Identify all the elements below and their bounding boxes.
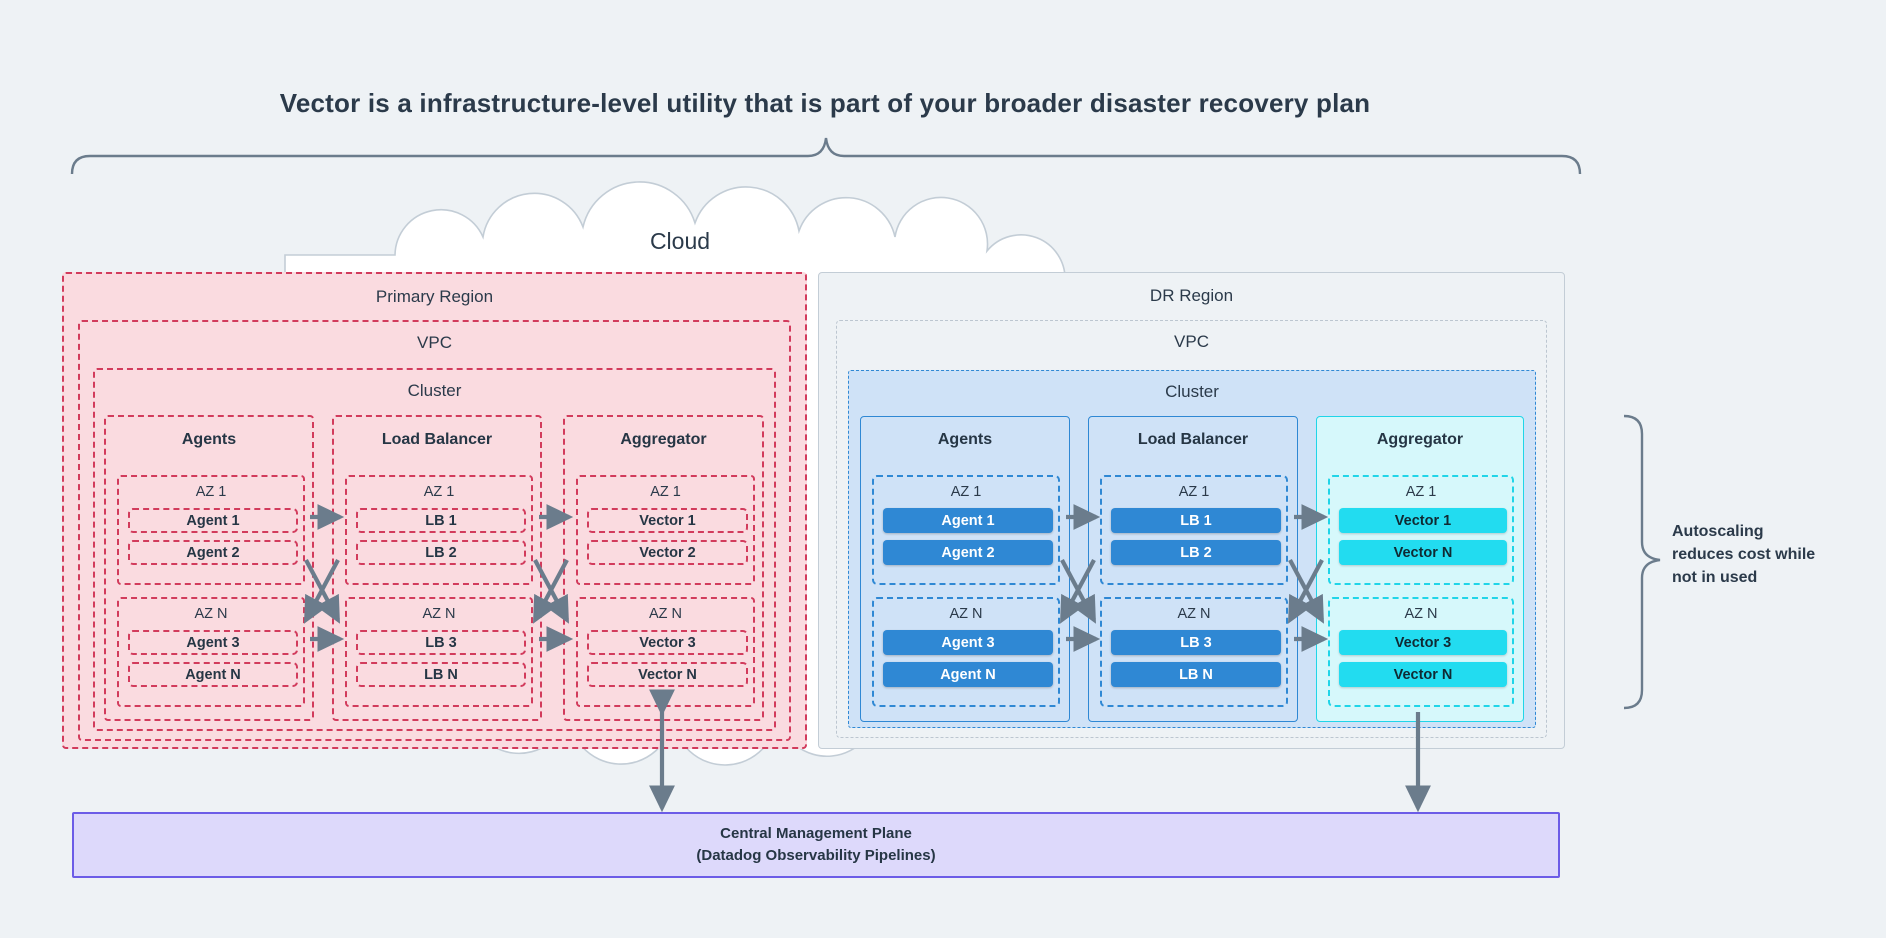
mgmt-line-1: Central Management Plane	[720, 824, 912, 842]
node[interactable]: Agent 2	[128, 540, 298, 565]
annotation-line-2: reduces cost while	[1672, 546, 1816, 564]
az-label: AZ 1	[1405, 484, 1437, 500]
node[interactable]: Vector 1	[587, 508, 748, 533]
column-label: Aggregator	[620, 431, 707, 448]
node[interactable]: LB N	[1111, 662, 1281, 687]
az-box: AZ N Vector 3 Vector N	[1328, 597, 1514, 707]
node[interactable]: Agent 2	[883, 540, 1053, 565]
az-box: AZ 1 LB 1 LB 2	[1100, 475, 1288, 585]
az-box: AZ N LB 3 LB N	[1100, 597, 1288, 707]
node[interactable]: LB 1	[356, 508, 526, 533]
az-label: AZ N	[194, 606, 228, 622]
autoscaling-annotation: Autoscaling reduces cost while not in us…	[1672, 520, 1882, 590]
column-label: Agents	[937, 431, 993, 448]
primary-vpc: VPC	[78, 320, 791, 741]
dr-column-aggregator: Aggregator AZ 1 Vector 1 Vector N AZ N V…	[1316, 416, 1524, 722]
node[interactable]: Vector 3	[587, 630, 748, 655]
primary-region: Primary Region	[62, 272, 807, 749]
column-label: Agents	[181, 431, 237, 448]
node[interactable]: Vector 1	[1339, 508, 1507, 533]
dr-vpc-label: VPC	[1174, 332, 1209, 351]
primary-column-load-balancer: Load Balancer AZ 1 LB 1 LB 2 AZ N LB 3 L…	[332, 415, 542, 721]
az-box: AZ 1 Agent 1 Agent 2	[117, 475, 305, 585]
top-brace	[70, 137, 1582, 175]
node[interactable]: Agent 3	[883, 630, 1053, 655]
az-box: AZ N Agent 3 Agent N	[117, 597, 305, 707]
node[interactable]: Vector 3	[1339, 630, 1507, 655]
node[interactable]: Agent 3	[128, 630, 298, 655]
az-label: AZ 1	[650, 484, 681, 500]
node[interactable]: Agent 1	[128, 508, 298, 533]
az-label: AZ N	[949, 606, 983, 622]
column-label: Aggregator	[1376, 431, 1464, 448]
az-box: AZ 1 LB 1 LB 2	[345, 475, 533, 585]
dr-region-label: DR Region	[1149, 286, 1234, 305]
node[interactable]: LB 3	[356, 630, 526, 655]
column-label: Load Balancer	[1137, 431, 1249, 448]
node[interactable]: Agent N	[883, 662, 1053, 687]
node[interactable]: Vector N	[587, 662, 748, 687]
az-box: AZ 1 Vector 1 Vector 2	[576, 475, 755, 585]
dr-column-load-balancer: Load Balancer AZ 1 LB 1 LB 2 AZ N LB 3 L…	[1088, 416, 1298, 722]
node[interactable]: LB 3	[1111, 630, 1281, 655]
primary-vpc-label: VPC	[417, 333, 452, 352]
node[interactable]: Vector N	[1339, 540, 1507, 565]
column-label: Load Balancer	[381, 431, 493, 448]
right-brace	[1623, 414, 1661, 710]
primary-cluster-label: Cluster	[407, 381, 462, 400]
central-management-plane: Central Management Plane (Datadog Observ…	[72, 812, 1560, 878]
annotation-line-1: Autoscaling	[1672, 523, 1764, 540]
dr-cluster-label: Cluster	[1165, 382, 1219, 401]
az-box: AZ 1 Agent 1 Agent 2	[872, 475, 1060, 585]
node[interactable]: Agent 1	[883, 508, 1053, 533]
az-label: AZ 1	[950, 484, 982, 500]
az-label: AZ N	[648, 606, 683, 622]
az-label: AZ 1	[1178, 484, 1210, 500]
node[interactable]: Vector N	[1339, 662, 1507, 687]
primary-column-aggregator: Aggregator AZ 1 Vector 1 Vector 2 AZ N V…	[563, 415, 764, 721]
node[interactable]: LB 1	[1111, 508, 1281, 533]
az-box: AZ N Vector 3 Vector N	[576, 597, 755, 707]
annotation-line-3: not in used	[1672, 569, 1758, 587]
az-label: AZ 1	[195, 484, 227, 500]
primary-cluster: Cluster	[93, 368, 776, 731]
node[interactable]: LB 2	[1111, 540, 1281, 565]
az-box: AZ N LB 3 LB N	[345, 597, 533, 707]
az-label: AZ N	[1404, 606, 1438, 622]
az-box: AZ N Agent 3 Agent N	[872, 597, 1060, 707]
az-label: AZ 1	[423, 484, 455, 500]
node[interactable]: LB 2	[356, 540, 526, 565]
az-label: AZ N	[422, 606, 456, 622]
node[interactable]: LB N	[356, 662, 526, 687]
dr-vpc: VPC	[836, 320, 1547, 738]
node[interactable]: Agent N	[128, 662, 298, 687]
primary-region-label: Primary Region	[375, 287, 494, 306]
node[interactable]: Vector 2	[587, 540, 748, 565]
cloud-label: Cloud	[649, 228, 711, 254]
page-title: Vector is a infrastructure-level utility…	[279, 88, 1371, 118]
mgmt-line-2: (Datadog Observability Pipelines)	[696, 847, 936, 864]
az-box: AZ 1 Vector 1 Vector N	[1328, 475, 1514, 585]
az-label: AZ N	[1177, 606, 1211, 622]
dr-column-agents: Agents AZ 1 Agent 1 Agent 2 AZ N Agent 3…	[860, 416, 1070, 722]
primary-column-agents: Agents AZ 1 Agent 1 Agent 2 AZ N Agent 3…	[104, 415, 314, 721]
